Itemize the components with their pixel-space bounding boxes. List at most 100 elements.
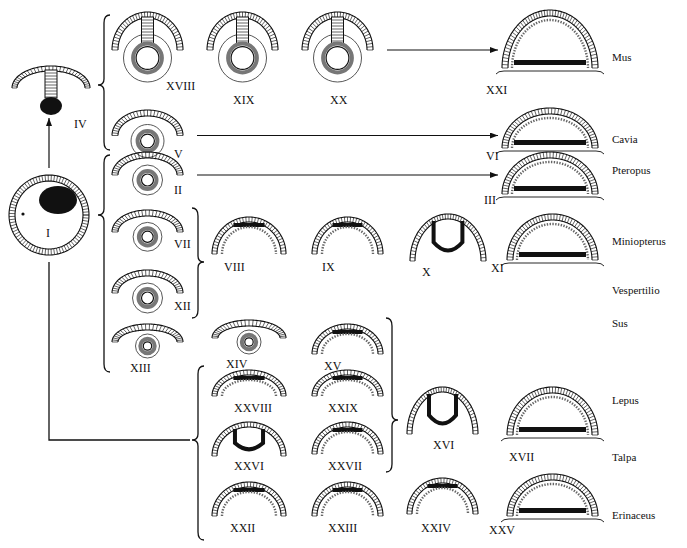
germ-layer (512, 20, 588, 68)
trophoblast-hatch (507, 387, 598, 435)
trophoblast-inner (412, 483, 473, 514)
trophoblast-outer (502, 152, 598, 194)
embryo-drawing (112, 12, 183, 82)
trophoblast-hatch (212, 370, 286, 396)
embryo-outline (110, 10, 185, 90)
embryo-drawing (212, 217, 286, 254)
yolk-membrane (237, 330, 261, 354)
germ-layer (517, 484, 588, 516)
trophoblast-inner (217, 222, 281, 254)
embryo-drawing (410, 214, 486, 261)
embryo-outline (210, 318, 288, 358)
germ-layer (322, 432, 373, 454)
figure-number: XIX (233, 94, 254, 106)
figure-number: XX (330, 94, 347, 106)
embryo-figure: V (110, 108, 185, 163)
trophoblast-hatch (312, 482, 383, 516)
arrow-connector (197, 135, 498, 136)
embryonic-plate (333, 488, 363, 492)
germ-layer (322, 227, 373, 254)
base-membrane (501, 519, 604, 522)
trophoblast-outer (410, 214, 486, 261)
embryo-figure: XXIX (310, 368, 385, 402)
embryo-figure: II (110, 150, 185, 200)
cell-dot (21, 212, 24, 215)
embryo-outline (110, 150, 185, 200)
germ-layer (322, 380, 373, 396)
trophoblast-hatch (410, 214, 486, 261)
trophoblast-inner (317, 427, 378, 454)
germ-ring (139, 228, 156, 245)
germ-ring-inner (142, 174, 154, 186)
trophoblast-outer (312, 217, 383, 254)
embryo-figure: XXV (505, 472, 600, 528)
trophoblast-inner (513, 480, 592, 516)
trophoblast-hatch (312, 217, 383, 254)
yolk-membrane (133, 222, 162, 251)
embryo-figure: XXVI (210, 420, 288, 462)
blastocyst-fill (9, 175, 89, 255)
stalk-hatch (237, 20, 249, 41)
embryo-outline (505, 385, 600, 447)
embryonic-plate (333, 223, 363, 227)
embryo-drawing (112, 152, 183, 195)
figure-number: XXIII (328, 522, 357, 534)
embryonic-cup (235, 429, 263, 449)
embryo-figure: VIII (210, 215, 288, 260)
species-label: Pteropus (612, 165, 651, 176)
embryo-drawing (212, 370, 286, 396)
trophoblast-hatch (502, 10, 598, 68)
embryo-drawing (407, 478, 478, 514)
germ-layer (222, 380, 276, 396)
embryo-figure: XXIV (405, 476, 480, 520)
embryonic-plate (514, 186, 586, 191)
trophoblast-inner (415, 219, 481, 261)
germ-layer (222, 492, 276, 516)
figure-number: V (174, 148, 183, 160)
embryo-outline (10, 64, 92, 116)
trophoblast-outer (212, 370, 286, 396)
embryo-outline (110, 108, 185, 163)
embryo-outline (210, 420, 288, 462)
embryo-drawing (9, 175, 89, 255)
trophoblast-inner (317, 487, 378, 516)
embryo-figure: IX (310, 215, 385, 260)
embryo-drawing (312, 482, 383, 516)
embryo-outline (205, 10, 280, 90)
embryo-drawing (312, 324, 383, 354)
germ-ring-inner (231, 47, 254, 70)
embryo-outline (310, 215, 385, 260)
trophoblast-outer (312, 324, 383, 354)
embryo-outline (505, 212, 600, 272)
stalk-column (142, 17, 154, 44)
trophoblast-outer (312, 422, 383, 454)
embryo-figure: XIV (210, 318, 288, 358)
embryo-figure: III (500, 150, 600, 206)
embryo-outline (405, 476, 480, 520)
germ-layer (517, 397, 588, 435)
arrow-connector (197, 174, 498, 175)
germ-ring (140, 339, 154, 353)
embryo-figure: XXIII (310, 480, 385, 522)
embryo-outline (405, 385, 480, 440)
trophoblast-inner (508, 158, 592, 194)
stalk-column (237, 17, 249, 44)
embryo-drawing (312, 422, 383, 454)
branch-line (49, 262, 190, 440)
trophoblast-hatch (407, 387, 478, 434)
arrow-connector (387, 49, 498, 50)
embryo-figure: XIX (205, 10, 280, 90)
embryo-figure: XVII (505, 385, 600, 447)
figure-number: XVIII (166, 80, 195, 92)
embryo-figure: XXII (210, 480, 288, 522)
trophoblast-hatch (312, 324, 383, 354)
embryo-drawing (496, 152, 604, 200)
embryo-drawing (212, 422, 286, 456)
trophoblast-inner (513, 393, 592, 435)
embryo-figure: XVI (405, 385, 480, 440)
embryo-outline (210, 480, 288, 522)
figure-number: XII (174, 300, 191, 312)
embryo-outline (408, 212, 488, 267)
trophoblast-outer (507, 474, 598, 516)
